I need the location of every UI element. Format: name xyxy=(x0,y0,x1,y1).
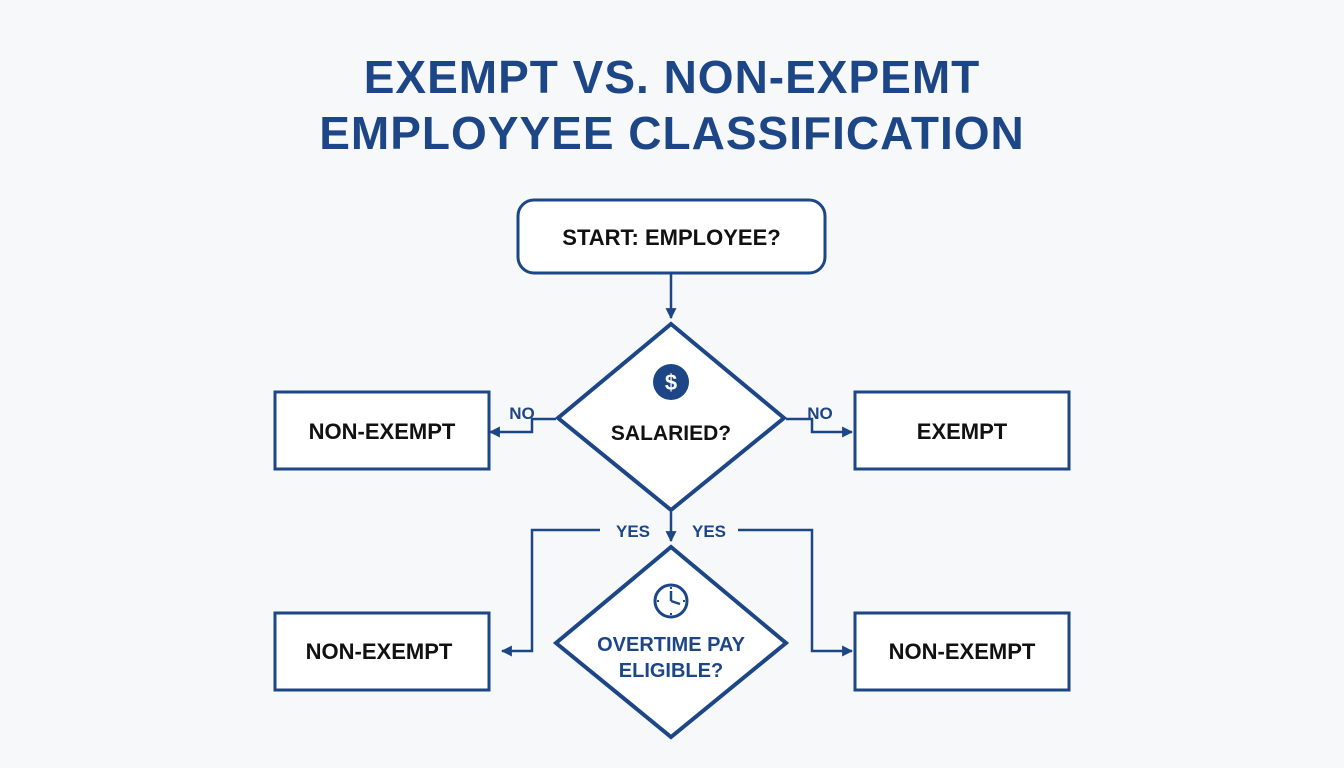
salaried-node-label: SALARIED? xyxy=(611,422,731,445)
start-node-label: START: EMPLOYEE? xyxy=(562,225,780,250)
result-box-bottom-left: NON-EXEMPT xyxy=(273,611,491,692)
result-label-bottom-right: NON-EXEMPT xyxy=(889,639,1036,664)
overtime-node-label-line-1: OVERTIME PAY xyxy=(597,634,745,656)
edge-label-no-right: NO xyxy=(807,404,833,423)
result-box-top-right: EXEMPT xyxy=(853,390,1071,471)
dollar-icon: $ xyxy=(653,364,689,400)
edge-label-no-left: NO xyxy=(509,404,535,423)
result-box-bottom-right: NON-EXEMPT xyxy=(853,611,1071,692)
overtime-node-label-line-2: ELIGIBLE? xyxy=(619,660,723,682)
result-label-bottom-left: NON-EXEMPT xyxy=(306,639,453,664)
clock-icon xyxy=(653,583,689,619)
edge-label-yes-right: YES xyxy=(692,522,726,541)
salaried-decision-node: $ SALARIED? xyxy=(554,321,788,513)
result-box-top-left: NON-EXEMPT xyxy=(273,390,491,471)
result-label-top-right: EXEMPT xyxy=(917,419,1008,444)
connector-yes-left xyxy=(500,528,600,657)
page-title-line-1: EXEMPT VS. NON-EXPEMT xyxy=(363,51,981,103)
connector-salaried-no-left xyxy=(488,417,556,438)
result-label-top-left: NON-EXEMPT xyxy=(309,419,456,444)
svg-text:$: $ xyxy=(665,370,677,395)
page-title-line-2: EMPLOYYEE CLASSIFICATION xyxy=(319,107,1025,159)
edge-label-yes-left: YES xyxy=(616,522,650,541)
connector-yes-right xyxy=(738,528,854,657)
overtime-decision-node: OVERTIME PAY ELIGIBLE? xyxy=(552,544,790,740)
start-node: START: EMPLOYEE? xyxy=(516,198,827,275)
connector-salaried-no-right xyxy=(786,417,854,438)
